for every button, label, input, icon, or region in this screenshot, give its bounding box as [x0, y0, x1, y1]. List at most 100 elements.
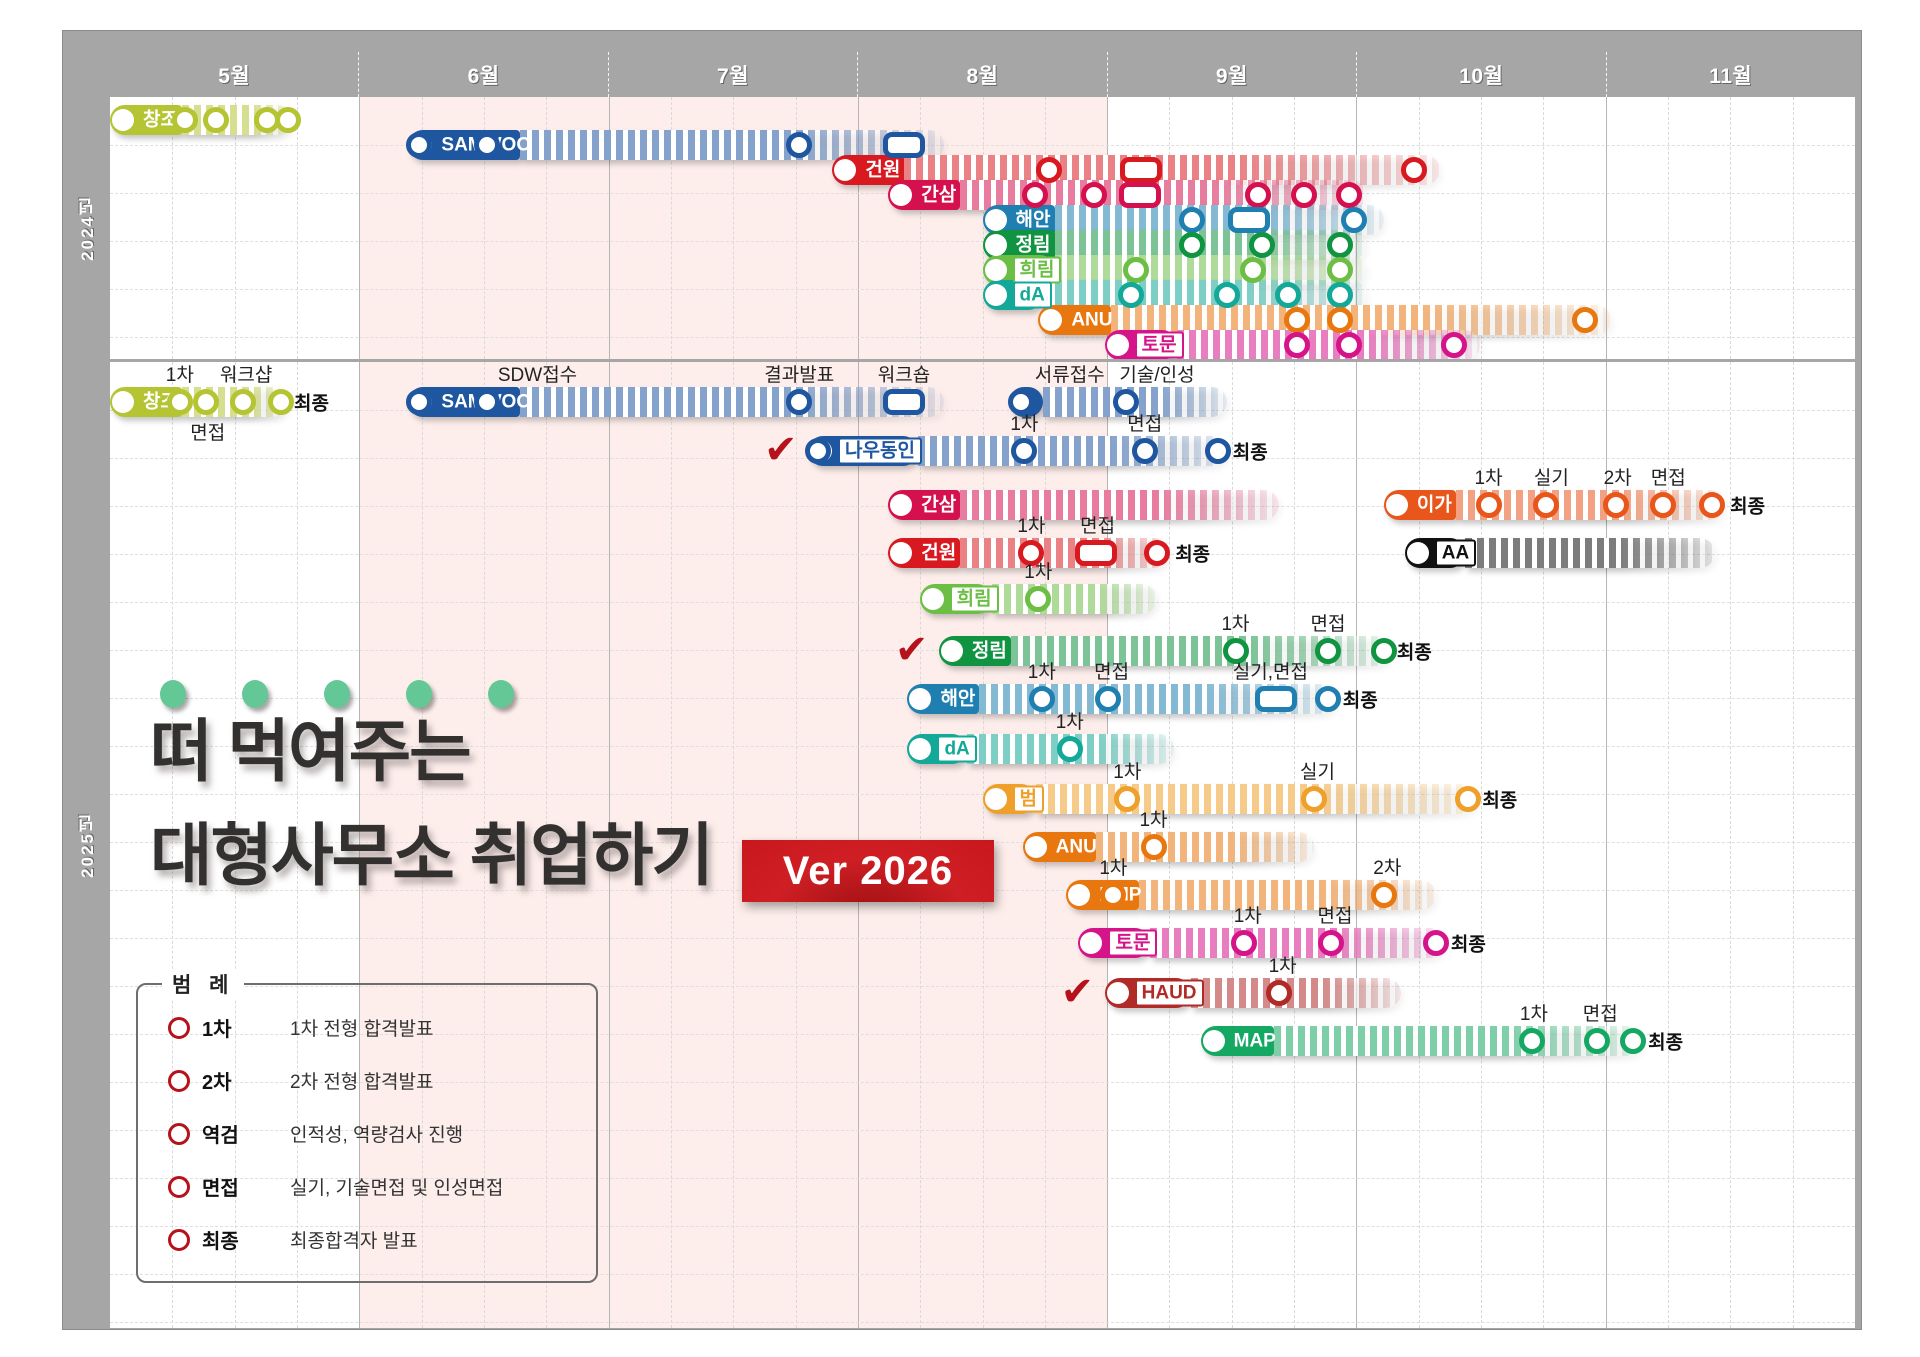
milestone-ring-marker[interactable] — [1370, 882, 1397, 908]
milestone-ring-marker[interactable] — [172, 107, 199, 133]
gantt-row[interactable]: SAMWOO — [405, 130, 945, 160]
milestone-ring-marker[interactable] — [1400, 157, 1427, 183]
milestone-ring-marker[interactable] — [1028, 686, 1055, 712]
milestone-ring-marker[interactable] — [274, 107, 301, 133]
milestone-ring-marker[interactable] — [1620, 1028, 1647, 1054]
milestone-ring-marker[interactable] — [1021, 182, 1048, 208]
milestone-pill-marker[interactable] — [1074, 540, 1117, 566]
milestone-ring-marker[interactable] — [1056, 736, 1083, 762]
milestone-ring-marker[interactable] — [1341, 207, 1368, 233]
milestone-ring-marker[interactable] — [1440, 332, 1467, 358]
milestone-ring-marker[interactable] — [1100, 882, 1127, 908]
milestone-ring-marker[interactable] — [1423, 930, 1450, 956]
milestone-ring-marker[interactable] — [1131, 438, 1158, 464]
milestone-ring-marker[interactable] — [1327, 232, 1354, 258]
milestone-ring-marker[interactable] — [1327, 282, 1354, 308]
milestone-ring-marker[interactable] — [1318, 930, 1345, 956]
gantt-row[interactable]: AA — [1404, 538, 1716, 568]
milestone-ring-marker[interactable] — [1011, 438, 1038, 464]
milestone-ring-marker[interactable] — [1239, 257, 1266, 283]
milestone-ring-marker[interactable] — [1314, 686, 1341, 712]
gantt-row[interactable]: 토문 — [1104, 330, 1480, 359]
milestone-ring-marker[interactable] — [1018, 540, 1045, 566]
milestone-pill-marker[interactable] — [1254, 686, 1297, 712]
milestone-ring-marker[interactable] — [1315, 638, 1341, 664]
milestone-ring-marker[interactable] — [1095, 686, 1122, 712]
milestone-ring-marker[interactable] — [1114, 786, 1141, 812]
milestone-ring-marker[interactable] — [1205, 438, 1232, 464]
milestone-ring-marker[interactable] — [1335, 332, 1362, 358]
milestone-ring-marker[interactable] — [268, 389, 294, 415]
milestone-ring-marker[interactable] — [192, 389, 219, 415]
gantt-row[interactable]: 창조 — [110, 105, 301, 135]
milestone-ring-marker[interactable] — [1178, 232, 1205, 258]
milestone-pill-marker[interactable] — [1120, 157, 1163, 183]
gantt-bar[interactable] — [982, 784, 1477, 814]
milestone-ring-marker[interactable] — [786, 132, 813, 158]
milestone-ring-marker[interactable] — [229, 389, 256, 415]
milestone-ring-marker[interactable] — [1123, 257, 1150, 283]
milestone-pill-marker[interactable] — [1118, 182, 1161, 208]
milestone-pill-marker[interactable] — [882, 389, 925, 415]
milestone-ring-marker[interactable] — [1274, 282, 1301, 308]
milestone-ring-marker[interactable] — [203, 107, 230, 133]
milestone-ring-marker[interactable] — [1283, 307, 1310, 333]
milestone-ring-marker[interactable] — [1698, 492, 1725, 518]
milestone-pill-marker[interactable] — [1228, 207, 1271, 233]
milestone-ring-marker[interactable] — [1650, 492, 1677, 518]
milestone-ring-marker[interactable] — [1327, 307, 1354, 333]
milestone-ring-marker[interactable] — [1602, 492, 1629, 518]
milestone-ring-marker[interactable] — [473, 389, 500, 415]
milestone-ring-marker[interactable] — [1081, 182, 1108, 208]
milestone-ring-marker[interactable] — [473, 132, 500, 158]
milestone-ring-marker[interactable] — [1475, 492, 1502, 518]
milestone-ring-marker[interactable] — [1117, 282, 1144, 308]
gantt-row[interactable]: DMP1차2차 — [1066, 858, 1437, 910]
milestone-ring-marker[interactable] — [1143, 540, 1170, 566]
milestone-ring-marker[interactable] — [1222, 638, 1249, 664]
gantt-row[interactable]: SAMWOOSDW접수결과발표워크숍 — [405, 365, 945, 417]
milestone-ring-marker[interactable] — [1245, 182, 1272, 208]
milestone-ring-marker[interactable] — [1571, 307, 1598, 333]
milestone-ring-marker[interactable] — [1327, 257, 1354, 283]
milestone-ring-marker[interactable] — [405, 389, 432, 415]
milestone-ring-marker[interactable] — [1290, 182, 1317, 208]
milestone-ring-marker[interactable] — [1178, 207, 1205, 233]
milestone-ring-marker[interactable] — [1335, 182, 1362, 208]
milestone-ring-marker[interactable] — [1301, 786, 1328, 812]
milestone-ring-marker[interactable] — [1213, 282, 1240, 308]
milestone-ring-marker[interactable] — [1519, 1028, 1546, 1054]
milestone-ring-marker[interactable] — [1231, 930, 1258, 956]
milestone-ring-marker[interactable] — [1035, 157, 1062, 183]
milestone-ring-marker[interactable] — [1283, 332, 1310, 358]
milestone-ring-marker[interactable] — [1533, 492, 1560, 518]
milestone-ring-marker[interactable] — [1112, 389, 1139, 415]
milestone-ring-marker[interactable] — [166, 389, 193, 415]
milestone-ring-marker[interactable] — [1454, 786, 1481, 812]
milestone-ring-marker[interactable] — [786, 389, 813, 415]
milestone-pill-marker[interactable] — [882, 132, 925, 158]
milestone-ring-marker[interactable] — [1140, 834, 1167, 860]
milestone-ring-marker[interactable] — [1266, 980, 1293, 1006]
milestone-ring-marker[interactable] — [805, 438, 832, 464]
milestone-ring-marker[interactable] — [1583, 1028, 1610, 1054]
milestone-ring-marker[interactable] — [1248, 232, 1275, 258]
milestone-ring-marker[interactable] — [1370, 638, 1397, 664]
gantt-bar[interactable] — [1104, 330, 1480, 359]
gantt-bar[interactable] — [888, 490, 1280, 520]
gantt-row[interactable]: 간삼 — [888, 490, 1280, 520]
